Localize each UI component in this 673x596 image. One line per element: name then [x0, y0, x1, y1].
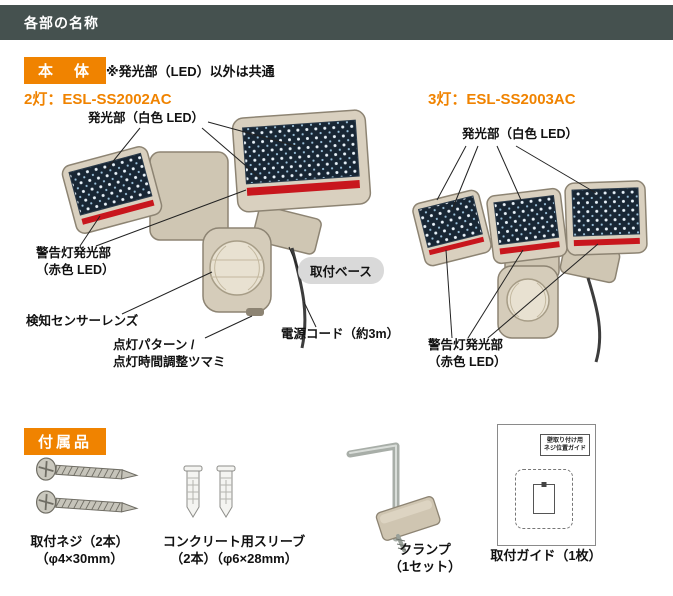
accessories-badge: 付属品 — [24, 428, 107, 455]
page-title: 各部の名称 — [24, 14, 99, 31]
power-cord — [290, 247, 307, 349]
accessories-illustrations — [34, 442, 441, 552]
model-heading-3light: 3灯：ESL-SS2003AC — [428, 91, 576, 108]
label-line-2: （赤色 LED） — [36, 263, 115, 277]
label-line-1: 点灯パターン / — [113, 338, 195, 352]
label-concrete-sleeves: コンクリート用スリーブ （2本）（φ6×28mm） — [148, 533, 320, 567]
label-adjust-knob: 点灯パターン / 点灯時間調整ツマミ — [113, 337, 226, 371]
label-line-2: 点灯時間調整ツマミ — [113, 355, 226, 369]
label-power-cord: 電源コード（約3m） — [281, 327, 400, 341]
sensor-pod-3light — [497, 265, 559, 339]
label-mounting-screws: 取付ネジ（2本） （φ4×30mm） — [12, 533, 147, 567]
screw-position-box — [533, 484, 555, 514]
sensor-pod-2light — [202, 227, 272, 316]
guide-caption-line-2: ネジ位置ガイド — [543, 446, 586, 452]
label-sensor-lens: 検知センサーレンズ — [26, 314, 139, 328]
floodlight-unit-2light — [61, 109, 372, 349]
label-line-2: （2本）（φ6×28mm） — [170, 551, 298, 566]
label-warning-led-2light: 警告灯発光部 （赤色 LED） — [36, 245, 114, 279]
label-mounting-guide: 取付ガイド（1枚） — [490, 547, 602, 564]
power-cord-3light — [586, 277, 602, 363]
label-led-white-3light: 発光部（白色 LED） — [462, 127, 578, 141]
body-section-badge: 本 体 — [24, 57, 107, 84]
label-mount-base: 取付ベース — [298, 257, 384, 284]
label-line-2: （φ4×30mm） — [35, 551, 124, 566]
floodlight-head-3 — [564, 180, 648, 256]
floodlight-head-right — [231, 109, 372, 213]
label-clamp: クランプ （1セット） — [370, 541, 480, 575]
label-line-1: 警告灯発光部 — [428, 338, 504, 352]
clamp-illustration — [346, 442, 441, 552]
label-line-1: コンクリート用スリーブ — [162, 534, 306, 549]
product-illustrations — [61, 109, 648, 363]
label-warning-led-3light: 警告灯発光部 （赤色 LED） — [428, 337, 506, 371]
floodlight-head-2 — [486, 187, 568, 265]
label-led-white-2light: 発光部（白色 LED） — [88, 111, 204, 125]
floodlight-head-left — [61, 146, 163, 234]
concrete-sleeves-illustration — [183, 465, 236, 518]
floodlight-unit-3light — [412, 180, 648, 363]
model-heading-2light: 2灯：ESL-SS2002AC — [24, 91, 172, 108]
label-line-1: 取付ネジ（2本） — [30, 534, 129, 549]
page-header: 各部の名称 — [0, 5, 673, 40]
adjust-knob — [246, 308, 264, 316]
body-section-note: ※発光部（LED）以外は共通 — [106, 64, 275, 79]
guide-caption-line-1: 壁取り付け用 — [546, 438, 583, 444]
label-line-1: クランプ — [399, 542, 451, 557]
label-line-2: （赤色 LED） — [428, 355, 507, 369]
label-line-1: 取付ガイド（1枚） — [490, 548, 602, 563]
label-line-1: 警告灯発光部 — [36, 246, 112, 260]
mounting-guide-sheet: 壁取り付け用 ネジ位置ガイド — [497, 424, 596, 546]
label-line-2: （1セット） — [388, 559, 462, 574]
screw-position-outline — [515, 469, 573, 529]
floodlight-head-1 — [412, 189, 492, 267]
mounting-screws-illustration — [34, 456, 139, 521]
callout-lines — [79, 121, 599, 339]
guide-sheet-caption: 壁取り付け用 ネジ位置ガイド — [539, 434, 590, 456]
